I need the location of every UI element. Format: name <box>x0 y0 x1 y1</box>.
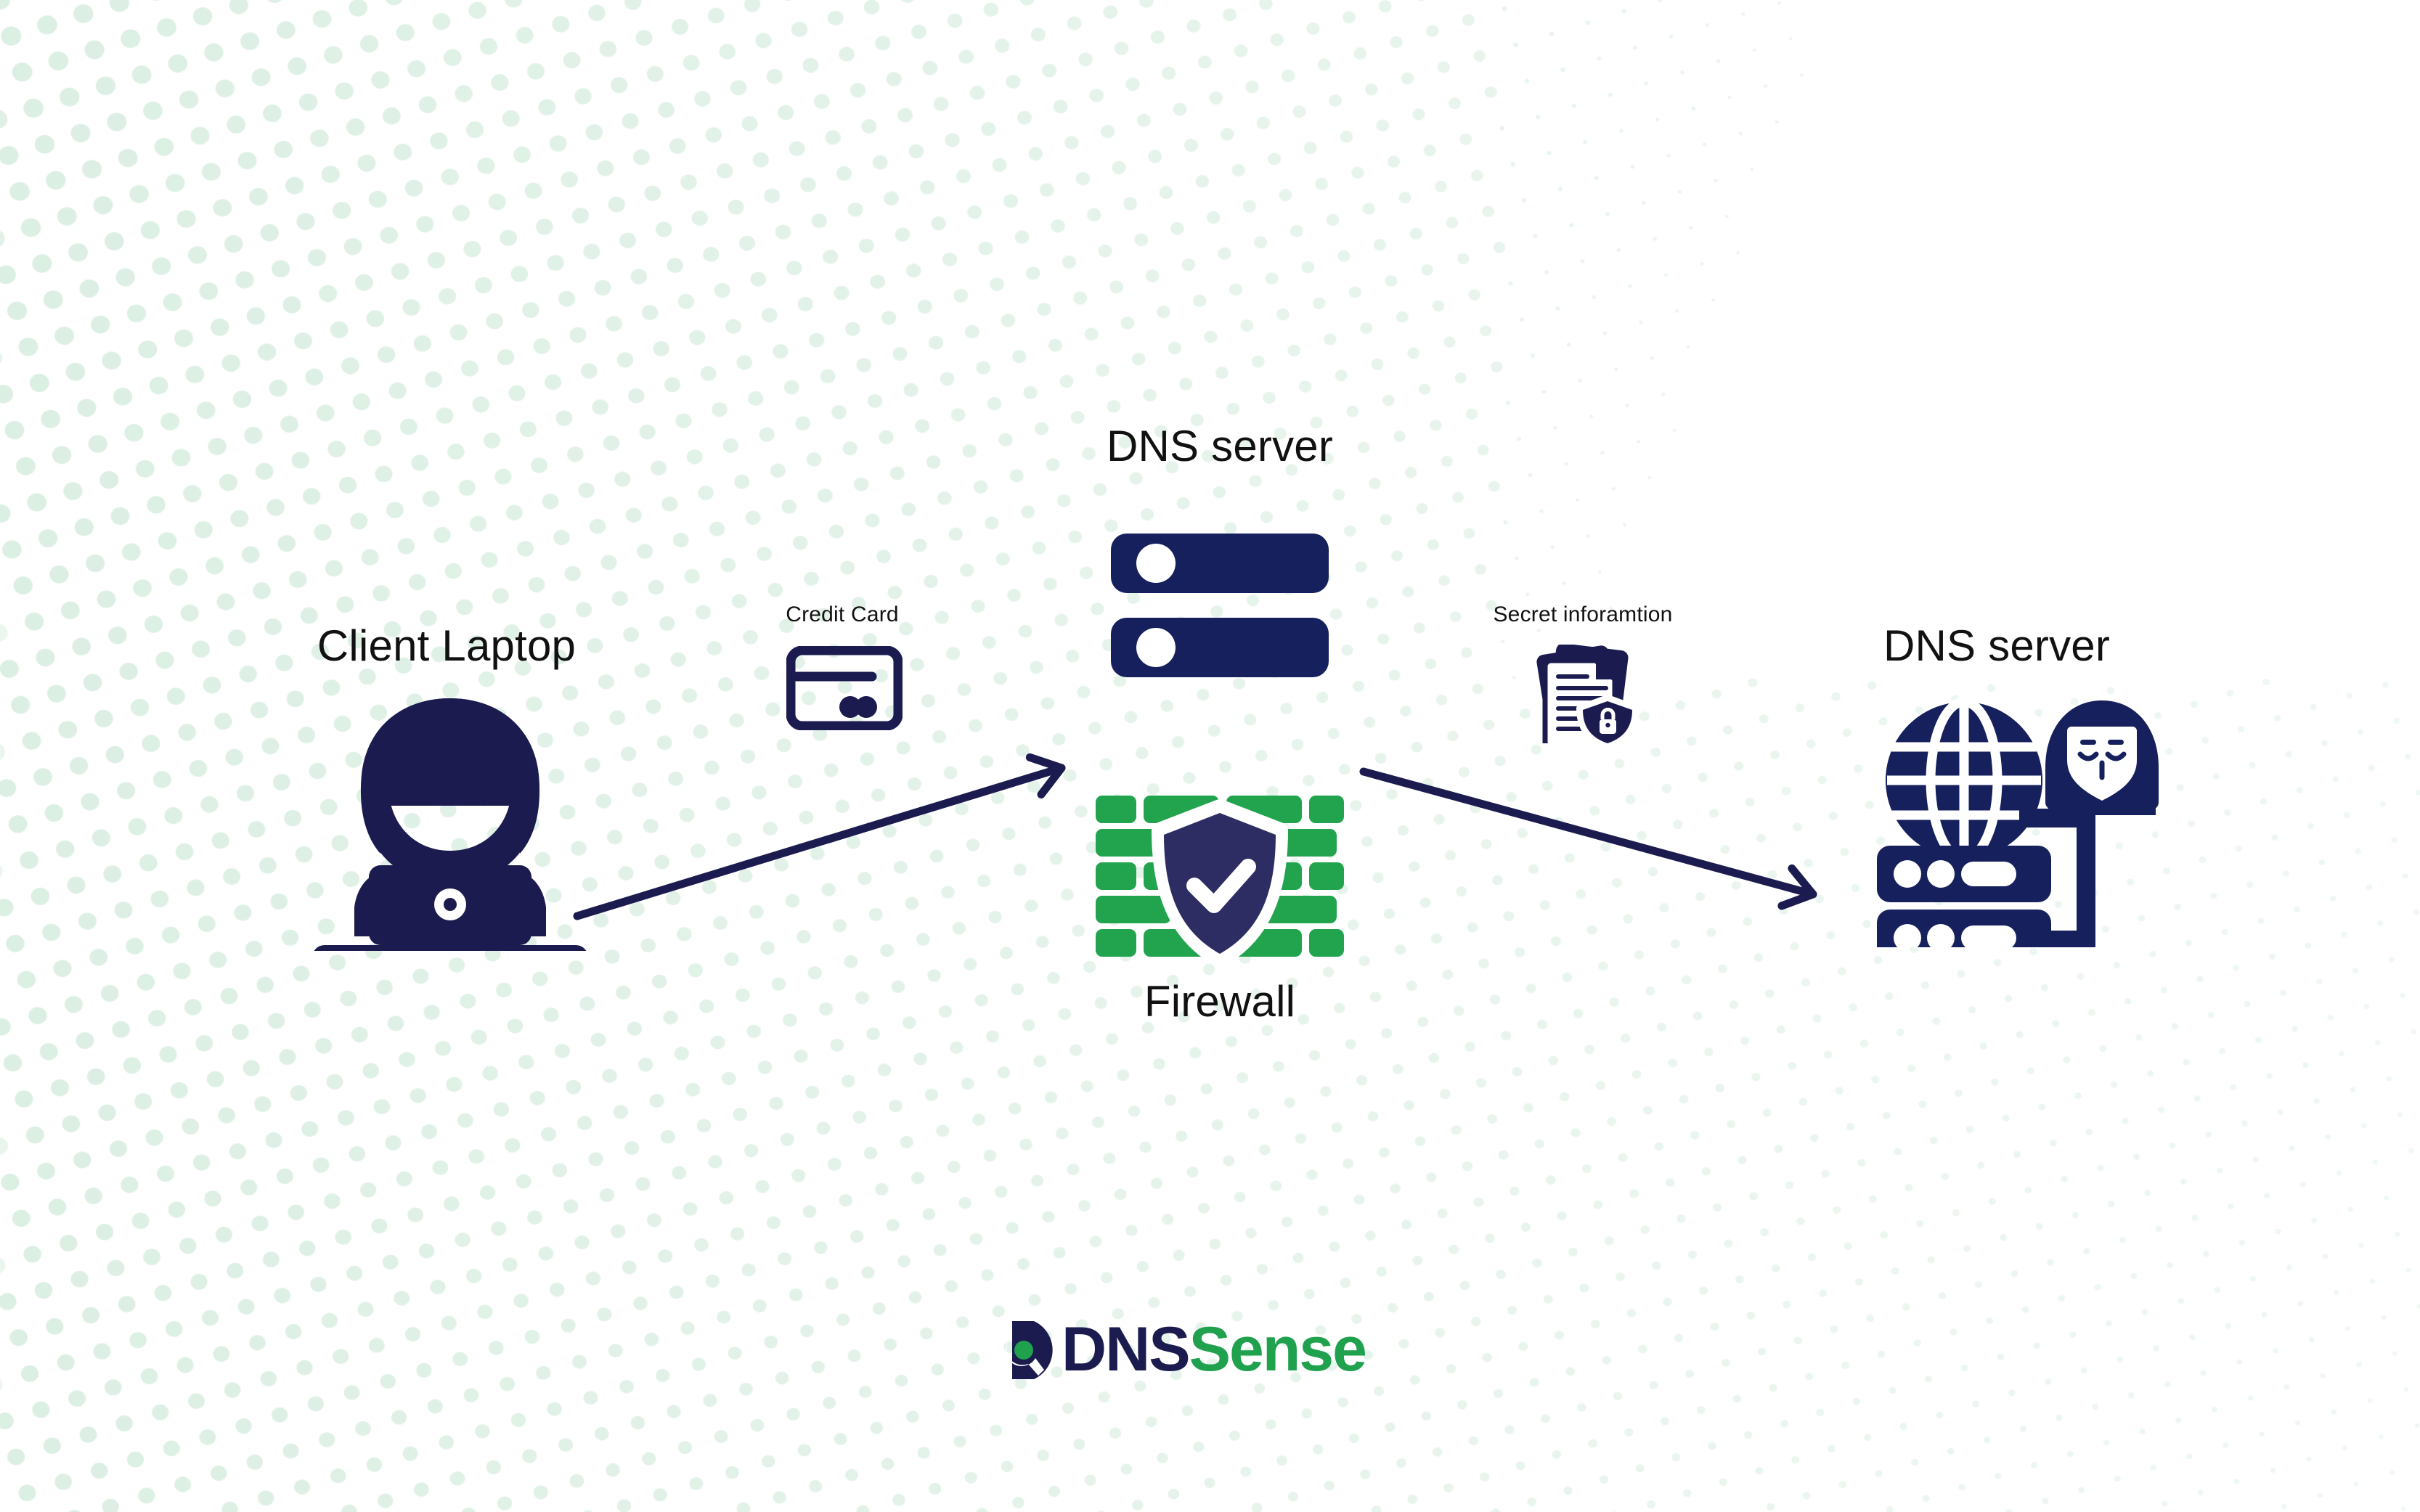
dns-server-right-label: DNS server <box>1883 621 2111 670</box>
dns-to-attacker-arrow-head <box>1777 864 1817 910</box>
dns-to-attacker-arrow <box>1359 767 1817 899</box>
node-dns-server-right: DNS server <box>1837 621 2159 976</box>
secret-information-label: Secret inforamtion <box>1493 602 1673 626</box>
logo-text-sense: Sense <box>1189 1315 1367 1384</box>
client-to-dns-arrow <box>573 764 1066 920</box>
node-secret-information: Secret inforamtion <box>1467 602 1699 748</box>
dnssense-logo-mark-icon <box>1005 1320 1053 1379</box>
node-firewall: Firewall <box>1075 791 1365 1038</box>
node-client-laptop: Client Laptop <box>290 621 603 969</box>
client-laptop-label: Client Laptop <box>317 621 577 670</box>
globe-server-hacker-icon <box>1877 697 2159 947</box>
node-dns-server-center: DNS server <box>1075 421 1365 726</box>
server-rack-icon <box>1111 534 1329 677</box>
dns-server-center-label: DNS server <box>1106 422 1334 470</box>
person-laptop-icon <box>314 698 587 951</box>
client-to-dns-arrow-head <box>1025 753 1066 799</box>
credit-card-icon <box>786 646 903 730</box>
secret-documents-icon <box>1536 645 1639 743</box>
firewall-label: Firewall <box>1144 977 1296 1026</box>
firewall-shield-icon <box>1096 796 1344 968</box>
logo-text-dns: DNS <box>1062 1315 1191 1384</box>
credit-card-label: Credit Card <box>786 602 899 626</box>
node-credit-card: Credit Card <box>759 602 926 740</box>
